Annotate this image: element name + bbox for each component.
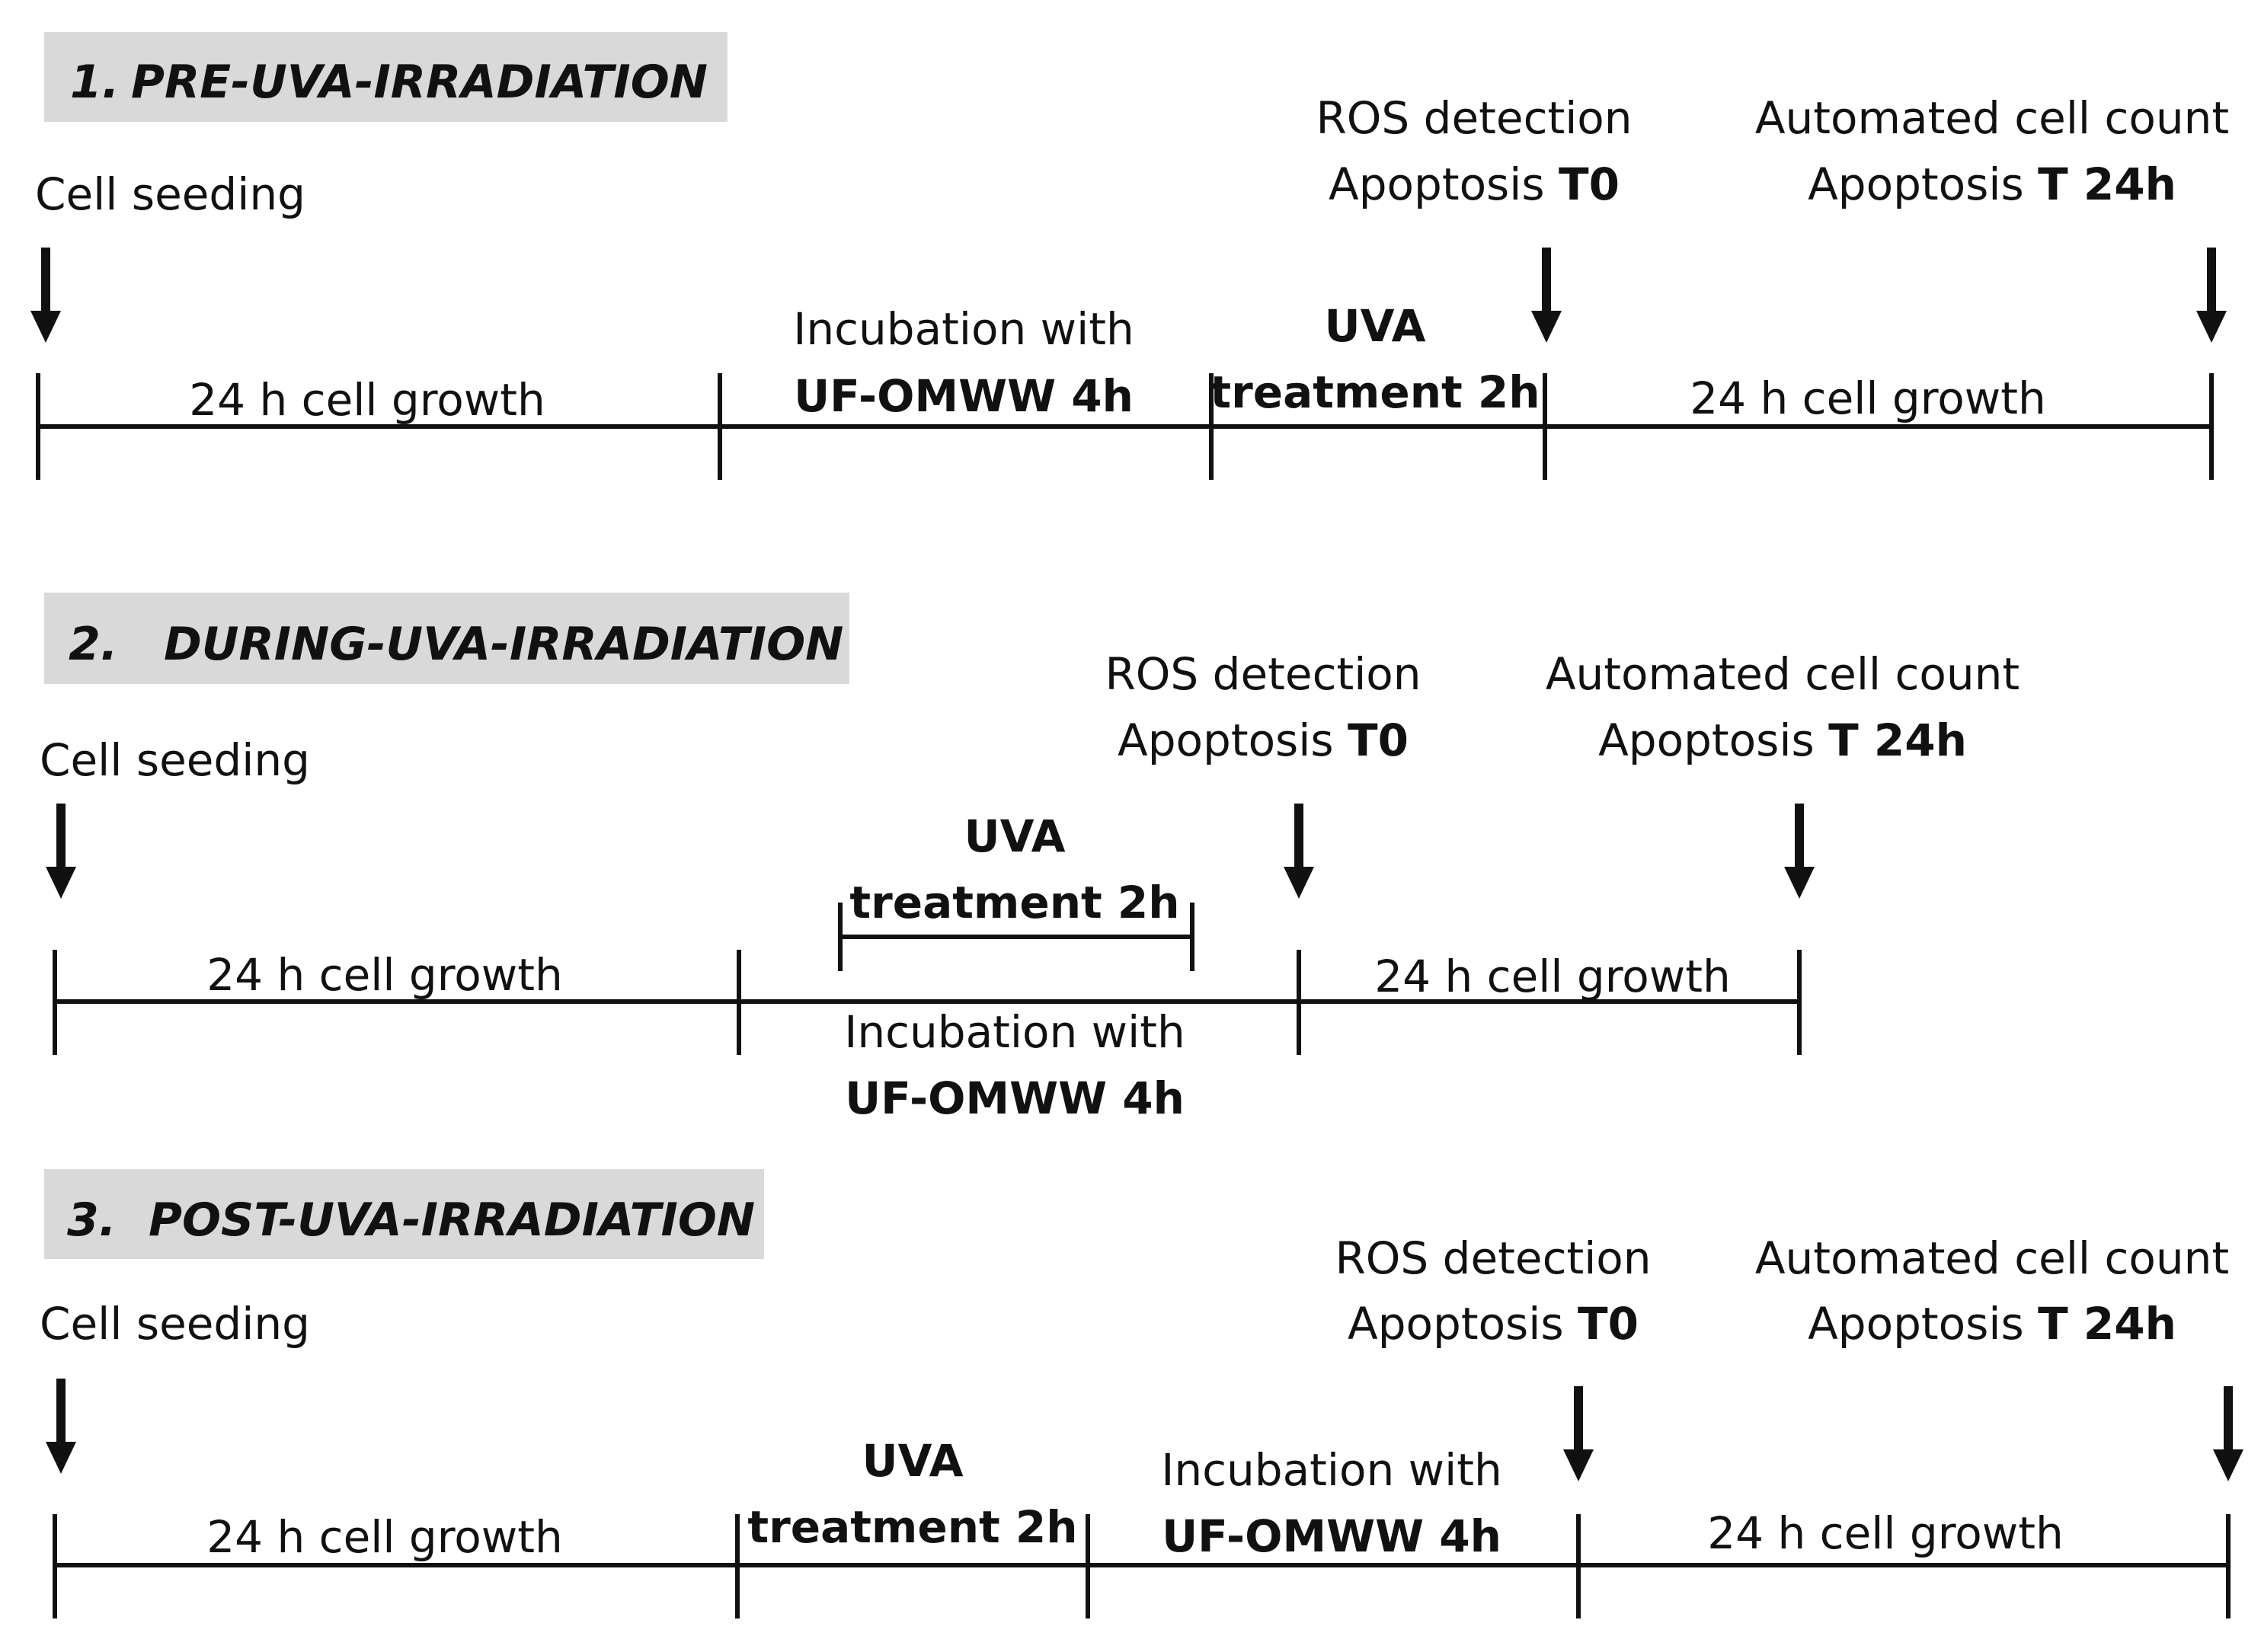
section-3-ros-apoptosis-word: Apoptosis xyxy=(1348,1298,1564,1350)
section-3-count-apoptosis-label: Apoptosis T 24h xyxy=(1808,1298,2176,1350)
section-2-ros-arrow xyxy=(1284,804,1314,899)
section-2-uva-bracket xyxy=(838,903,1194,971)
section-1-ros-time: T0 xyxy=(1559,158,1620,210)
section-3-title-box xyxy=(44,1169,764,1259)
section-3-count-time: T 24h xyxy=(2038,1298,2176,1350)
section-2-cell-seeding-arrow xyxy=(46,804,76,899)
section-3-title: POST-UVA-IRRADIATION xyxy=(149,1193,755,1247)
section-3-cell-seeding-label: Cell seeding xyxy=(40,1298,310,1350)
section-3-growth-1-label: 24 h cell growth xyxy=(206,1511,562,1563)
section-post-uva: 3. POST-UVA-IRRADIATION Cell seeding ROS… xyxy=(40,1169,2243,1618)
section-1-timeline xyxy=(36,373,2214,480)
section-2-ros-apoptosis-label: Apoptosis T0 xyxy=(1118,714,1409,766)
section-1-count-label: Automated cell count xyxy=(1755,92,2229,144)
section-2-timeline xyxy=(53,950,1802,1055)
section-3-ros-apoptosis-label: Apoptosis T0 xyxy=(1348,1298,1639,1350)
section-2-growth-1-label: 24 h cell growth xyxy=(206,949,562,1001)
section-1-incubation-label: Incubation with xyxy=(793,303,1134,355)
section-1-number: 1. xyxy=(70,56,120,109)
section-1-growth-2-label: 24 h cell growth xyxy=(1690,372,2045,424)
section-3-count-arrow xyxy=(2213,1386,2243,1481)
section-1-growth-1-label: 24 h cell growth xyxy=(189,374,545,426)
section-2-title-box xyxy=(44,593,849,684)
section-1-count-apoptosis-word: Apoptosis xyxy=(1808,158,2024,210)
section-1-ros-apoptosis-word: Apoptosis xyxy=(1329,158,1545,210)
section-1-incubation-duration: UF-OMWW 4h xyxy=(794,370,1134,422)
section-3-uva-duration: treatment 2h xyxy=(747,1501,1077,1553)
section-1-uva-duration: treatment 2h xyxy=(1210,366,1540,418)
section-3-ros-arrow xyxy=(1563,1386,1594,1481)
section-2-count-label: Automated cell count xyxy=(1546,648,2020,700)
section-2-count-arrow xyxy=(1784,804,1815,899)
section-2-uva-label: UVA xyxy=(964,810,1066,862)
section-1-title: PRE-UVA-IRRADIATION xyxy=(131,56,708,109)
section-3-growth-2-label: 24 h cell growth xyxy=(1707,1507,2063,1559)
section-3-cell-seeding-arrow xyxy=(46,1379,76,1474)
section-3-count-apoptosis-word: Apoptosis xyxy=(1808,1298,2024,1350)
section-1-count-time: T 24h xyxy=(2038,158,2176,210)
section-3-number: 3. xyxy=(67,1193,117,1247)
section-during-uva: 2. DURING-UVA-IRRADIATION Cell seeding R… xyxy=(40,593,2020,1124)
section-3-incubation-label: Incubation with xyxy=(1161,1444,1501,1496)
section-3-ros-time: T0 xyxy=(1578,1298,1639,1350)
section-2-incubation-duration: UF-OMWW 4h xyxy=(845,1072,1185,1124)
section-2-uva-duration: treatment 2h xyxy=(849,877,1179,928)
section-1-uva-label: UVA xyxy=(1325,300,1426,352)
section-1-title-box xyxy=(44,32,728,122)
section-2-count-time: T 24h xyxy=(1828,714,1967,766)
section-1-ros-arrow xyxy=(1531,248,1562,343)
section-2-cell-seeding-label: Cell seeding xyxy=(40,734,310,786)
section-2-title: DURING-UVA-IRRADIATION xyxy=(164,618,843,671)
section-2-count-apoptosis-word: Apoptosis xyxy=(1598,714,1815,766)
section-2-number: 2. xyxy=(69,618,118,671)
section-1-cell-seeding-arrow xyxy=(30,248,61,343)
section-3-count-label: Automated cell count xyxy=(1755,1232,2229,1284)
section-3-incubation-duration: UF-OMWW 4h xyxy=(1162,1510,1501,1562)
section-3-ros-label: ROS detection xyxy=(1335,1232,1651,1284)
section-1-ros-apoptosis-label: Apoptosis T0 xyxy=(1329,158,1620,210)
section-2-count-apoptosis-label: Apoptosis T 24h xyxy=(1598,714,1967,766)
section-1-ros-label: ROS detection xyxy=(1316,92,1632,144)
section-2-ros-time: T0 xyxy=(1348,714,1409,766)
section-2-growth-2-label: 24 h cell growth xyxy=(1374,951,1730,1002)
section-1-cell-seeding-label: Cell seeding xyxy=(35,168,305,220)
section-3-timeline xyxy=(53,1514,2231,1618)
section-1-count-arrow xyxy=(2196,248,2227,343)
section-pre-uva: 1. PRE-UVA-IRRADIATION Cell seeding ROS … xyxy=(30,32,2229,480)
section-3-uva-label: UVA xyxy=(862,1435,964,1487)
section-2-ros-label: ROS detection xyxy=(1105,648,1421,700)
section-2-ros-apoptosis-word: Apoptosis xyxy=(1118,714,1334,766)
section-2-incubation-label: Incubation with xyxy=(844,1006,1185,1058)
section-1-count-apoptosis-label: Apoptosis T 24h xyxy=(1808,158,2176,210)
